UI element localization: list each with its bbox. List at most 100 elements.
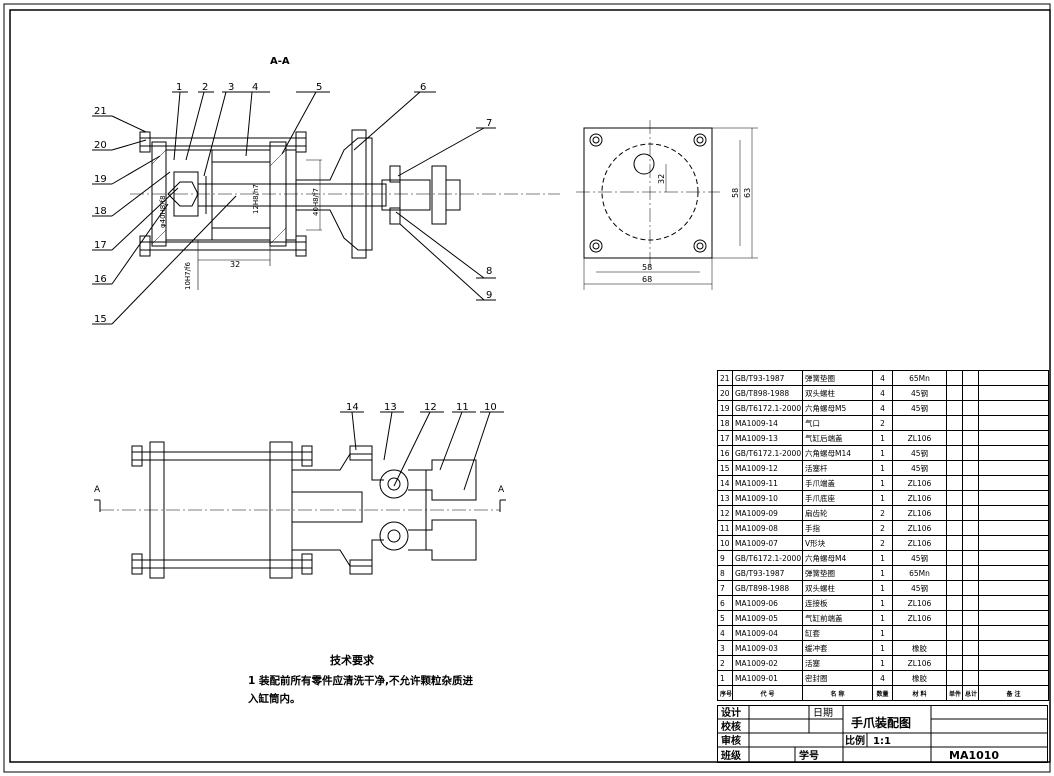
date-label: 日期 [813,707,833,719]
bom-cell-empty [946,655,963,671]
bom-cell-no: 7 [717,580,733,596]
fit-40h8f7: 40H8/f7 [312,188,320,216]
bom-header-qty: 数量 [872,685,893,701]
callout-15: 15 [94,314,107,325]
bom-cell-no: 16 [717,445,733,461]
dim-58-height: 58 [731,188,740,198]
bom-cell-qty: 1 [872,550,893,566]
bom-cell-empty [946,565,963,581]
bom-cell-material: ZL106 [892,535,947,551]
bom-cell-code: MA1009-03 [732,640,803,656]
bom-cell-empty [946,415,963,431]
bom-cell-no: 15 [717,460,733,476]
bom-cell-material: 65Mn [892,565,947,581]
bom-cell-empty [978,595,1049,611]
bom-cell-code: GB/T6172.1-2000 [732,400,803,416]
section-marker-right: A [498,485,505,495]
bom-cell-code: MA1009-08 [732,520,803,536]
callout-10: 10 [484,402,497,413]
bom-cell-code: MA1009-11 [732,475,803,491]
bom-cell-name: 气口 [802,415,873,431]
bom-cell-material: ZL106 [892,490,947,506]
bom-cell-name: 手指 [802,520,873,536]
callout-9: 9 [486,290,492,301]
bom-cell-name: 手爪端盖 [802,475,873,491]
bom-cell-empty [962,400,979,416]
bom-cell-code: GB/T6172.1-2000 [732,445,803,461]
bom-cell-material: 45钢 [892,550,947,566]
bom-cell-code: MA1009-09 [732,505,803,521]
bom-cell-empty [978,610,1049,626]
bom-cell-no: 19 [717,400,733,416]
bom-cell-empty [978,580,1049,596]
bom-cell-material: 65Mn [892,370,947,386]
tech-requirements: 技术要求 1 装配前所有零件应清洗干净,不允许颗粒杂质进 入缸筒内。 [248,653,473,705]
bom-cell-no: 3 [717,640,733,656]
bom-cell-empty [978,640,1049,656]
callouts-plan-view: 10 11 12 13 14 A A [94,402,505,495]
bom-cell-no: 17 [717,430,733,446]
callout-6: 6 [420,82,426,93]
bom-cell-empty [946,670,963,686]
bom-cell-empty [978,625,1049,641]
bom-cell-no: 6 [717,595,733,611]
bom-cell-no: 11 [717,520,733,536]
bom-cell-no: 14 [717,475,733,491]
callout-17: 17 [94,240,107,251]
bom-cell-empty [962,595,979,611]
bom-cell-qty: 1 [872,475,893,491]
callout-5: 5 [316,82,322,93]
bom-cell-material: 45钢 [892,400,947,416]
bom-cell-qty: 4 [872,370,893,386]
dim-58-width: 58 [642,263,652,272]
bom-cell-empty [946,445,963,461]
bom-cell-empty [962,640,979,656]
bom-cell-empty [946,580,963,596]
callout-19: 19 [94,174,107,185]
bom-cell-no: 13 [717,490,733,506]
bom-cell-empty [962,580,979,596]
bom-cell-empty [978,670,1049,686]
bom-cell-empty [962,475,979,491]
dim-32-top: 32 [230,260,240,269]
bom-cell-no: 20 [717,385,733,401]
tech-requirements-title: 技术要求 [330,653,375,667]
section-marker-left: A [94,485,101,495]
bom-cell-name: 密封圈 [802,670,873,686]
bom-header-code: 代 号 [732,685,803,701]
dim-32-vertical: 32 [657,174,666,184]
bom-cell-material: ZL106 [892,595,947,611]
fit-12h8h7: 12H8/h7 [252,184,260,214]
bom-cell-name: 活塞 [802,655,873,671]
bom-cell-material [892,625,947,641]
bom-cell-qty: 2 [872,415,893,431]
bom-cell-empty [978,370,1049,386]
bom-cell-empty [978,535,1049,551]
bom-cell-empty [978,460,1049,476]
bom-cell-qty: 1 [872,625,893,641]
bom-cell-code: MA1009-10 [732,490,803,506]
bom-cell-empty [962,505,979,521]
bom-cell-empty [962,610,979,626]
designer-label: 设计 [721,706,741,719]
bom-cell-empty [962,490,979,506]
plan-view [94,411,506,579]
bom-cell-code: MA1009-04 [732,625,803,641]
callout-8: 8 [486,266,492,277]
bom-cell-empty [946,460,963,476]
bom-cell-empty [946,640,963,656]
bom-cell-code: GB/T93-1987 [732,565,803,581]
tech-requirements-line1: 1 装配前所有零件应清洗干净,不允许颗粒杂质进 [248,674,473,687]
